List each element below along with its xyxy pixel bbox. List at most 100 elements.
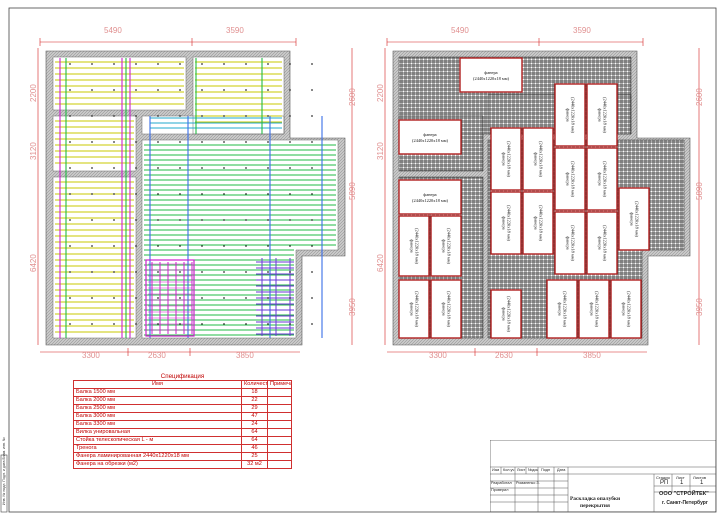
plywood-panel: фанера(2440х1220х18 мм) xyxy=(586,211,618,275)
support-post xyxy=(157,323,159,325)
plywood-size: (2440х1220х18 мм) xyxy=(626,291,631,327)
support-post xyxy=(179,89,181,91)
plywood-panel: фанера(2440х1220х18 мм) xyxy=(522,127,554,191)
support-post xyxy=(69,271,71,273)
support-post xyxy=(201,219,203,221)
support-post xyxy=(267,63,269,65)
plywood-label: фанера xyxy=(533,216,538,229)
support-post xyxy=(245,141,247,143)
dimension-label: 2630 xyxy=(495,351,513,360)
stamp-city: г. Санкт-Петербург xyxy=(662,500,708,506)
plywood-size: (2440х1220х18 мм) xyxy=(414,228,419,264)
support-post xyxy=(135,141,137,143)
support-post xyxy=(91,89,93,91)
left-plan-beams xyxy=(55,58,336,338)
plywood-label: фанера xyxy=(501,216,506,229)
support-post xyxy=(179,115,181,117)
stamp-sheet-label: Лист xyxy=(676,475,685,480)
dimension-label: 2200 xyxy=(29,84,38,102)
plywood-label: фанера xyxy=(597,108,602,121)
plywood-label: фанера xyxy=(501,152,506,165)
support-post xyxy=(157,89,159,91)
support-post xyxy=(91,297,93,299)
plywood-label: фанера xyxy=(441,302,446,315)
plywood-size: (2440х1220х18 мм) xyxy=(570,161,575,197)
spec-cell-qty: 64 xyxy=(241,436,268,445)
plywood-label: фанера xyxy=(441,239,446,252)
spec-header-name: Имя xyxy=(73,380,242,389)
support-post xyxy=(69,63,71,65)
support-post xyxy=(69,219,71,221)
support-post xyxy=(69,141,71,143)
support-post xyxy=(157,297,159,299)
support-post xyxy=(157,245,159,247)
plywood-panel: фанера(2440х1220х18 мм) xyxy=(610,279,642,339)
plywood-panel-border xyxy=(578,279,610,339)
support-post xyxy=(311,245,313,247)
support-post xyxy=(113,245,115,247)
plywood-panel: фанера(2440х1220х18 мм) xyxy=(554,211,586,275)
spec-cell-qty: 25 xyxy=(241,452,268,461)
plywood-panel: фанера(2440х1220х18 мм) xyxy=(398,119,462,155)
support-post xyxy=(223,219,225,221)
dimension-label: 6420 xyxy=(29,254,38,272)
spec-cell-qty: 32 м2 xyxy=(241,460,268,469)
support-post xyxy=(201,193,203,195)
support-post xyxy=(91,193,93,195)
plywood-label: фанера xyxy=(501,307,506,320)
support-post xyxy=(179,167,181,169)
dimension-lines xyxy=(37,38,700,356)
stamp-col-list: Лист xyxy=(517,468,526,472)
support-post xyxy=(69,193,71,195)
plywood-size: (2440х1220х18 мм) xyxy=(538,141,543,177)
support-post xyxy=(311,89,313,91)
support-post xyxy=(311,297,313,299)
plywood-panel-border xyxy=(554,211,586,275)
spec-cell-qty: 46 xyxy=(241,444,268,453)
stamp-title-2: перекрытия xyxy=(580,503,610,509)
support-post xyxy=(113,297,115,299)
stamp-developer-name: Романенко З. xyxy=(516,481,540,485)
plywood-panel: фанера(2440х1220х18 мм) xyxy=(554,147,586,211)
support-post xyxy=(201,271,203,273)
support-post xyxy=(201,297,203,299)
support-post xyxy=(157,219,159,221)
dimension-label: 3850 xyxy=(236,351,254,360)
support-post xyxy=(267,323,269,325)
spec-cell-name: Вилка унировальная xyxy=(73,428,242,437)
support-post xyxy=(201,245,203,247)
side-strip xyxy=(0,454,8,513)
support-post xyxy=(179,219,181,221)
support-post xyxy=(267,141,269,143)
dimension-label: 2600 xyxy=(695,88,704,106)
support-post xyxy=(113,271,115,273)
plywood-panel-border xyxy=(430,279,462,339)
support-post xyxy=(179,297,181,299)
plywood-panel: фанера(2440х1220х18 мм) xyxy=(546,279,578,339)
support-post xyxy=(223,115,225,117)
plywood-panel-border xyxy=(398,279,430,339)
plywood-panel: фанера(2440х1220х18 мм) xyxy=(430,215,462,277)
support-post xyxy=(223,89,225,91)
support-post xyxy=(113,141,115,143)
support-post xyxy=(113,219,115,221)
plywood-label: фанера xyxy=(629,212,634,225)
support-post xyxy=(179,193,181,195)
plywood-panel: фанера(2440х1220х18 мм) xyxy=(430,279,462,339)
stamp-checked-label: Проверил xyxy=(491,488,509,492)
spec-cell-qty: 22 xyxy=(241,396,268,405)
plywood-panel-border xyxy=(546,279,578,339)
support-post xyxy=(69,115,71,117)
support-post xyxy=(311,323,313,325)
plywood-size: (2440х1220х18 мм) xyxy=(602,97,607,133)
support-post xyxy=(157,193,159,195)
plywood-label: фанера xyxy=(409,302,414,315)
support-post xyxy=(91,219,93,221)
stamp-col-kol: Кол.уч xyxy=(503,468,515,472)
support-post xyxy=(223,63,225,65)
support-post xyxy=(223,141,225,143)
plywood-panel-border xyxy=(554,83,586,147)
support-post xyxy=(69,245,71,247)
